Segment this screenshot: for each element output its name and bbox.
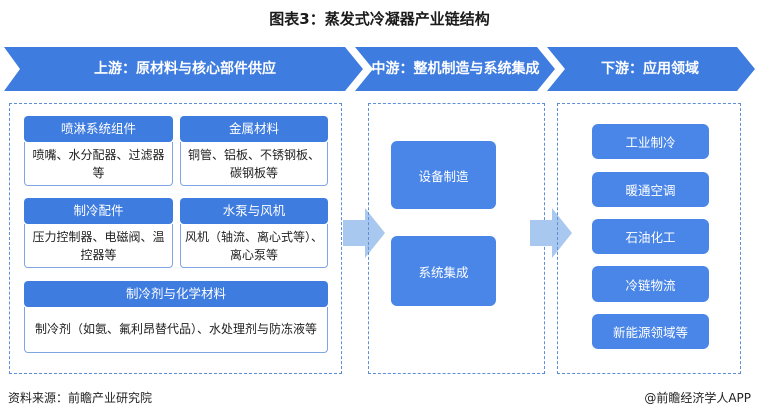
category-head-pumps-fans: 水泵与风机: [180, 198, 328, 224]
downstream-item-cold-chain: 冷链物流: [592, 266, 709, 302]
flow-arrow-midstream-to-downstream: [530, 208, 572, 258]
midstream-item-equipment-manufacturing: 设备制造: [391, 141, 496, 209]
midstream-item-system-integration: 系统集成: [391, 236, 496, 306]
midstream-banner-label: 中游：整机制造与系统集成: [371, 61, 540, 77]
downstream-item-hvac: 暖通空调: [592, 172, 709, 207]
upstream-banner-label: 上游：原材料与核心部件供应: [94, 61, 276, 77]
category-body-spray-system: 喷嘴、水分配器、过滤器等: [24, 142, 173, 186]
source-note: 资料来源：前瞻产业研究院: [8, 391, 153, 405]
downstream-item-industrial-refrigeration: 工业制冷: [592, 124, 709, 159]
downstream-item-new-energy: 新能源领域等: [592, 314, 709, 349]
brand-credit: @前瞻经济学人APP: [644, 391, 751, 405]
chart-title: 图表3：蒸发式冷凝器产业链结构: [269, 10, 490, 28]
category-body-refrigeration-parts: 压力控制器、电磁阀、温控器等: [24, 224, 173, 268]
upstream-panel: [9, 103, 342, 374]
upstream-chevron: [4, 47, 363, 91]
downstream-banner-label: 下游：应用领域: [601, 61, 699, 77]
category-body-metal-materials: 铜管、铝板、不锈钢板、碳钢板等: [180, 142, 328, 186]
category-head-refrigeration-parts: 制冷配件: [24, 198, 173, 224]
stage-banners: [4, 47, 755, 91]
category-head-spray-system: 喷淋系统组件: [24, 116, 173, 142]
flow-arrow-upstream-to-midstream: [343, 208, 385, 258]
downstream-panel: [557, 103, 741, 374]
category-head-metal-materials: 金属材料: [180, 116, 328, 142]
category-head-refrigerant-chemicals: 制冷剂与化学材料: [24, 281, 328, 307]
downstream-chevron: [547, 47, 755, 91]
downstream-item-petrochemical: 石油化工: [592, 219, 709, 254]
category-body-pumps-fans: 风机（轴流、离心式等）、离心泵等: [180, 224, 328, 268]
midstream-chevron: [355, 47, 555, 91]
category-body-refrigerant-chemicals: 制冷剂（如氨、氟利昂替代品）、水处理剂与防冻液等: [24, 307, 328, 353]
